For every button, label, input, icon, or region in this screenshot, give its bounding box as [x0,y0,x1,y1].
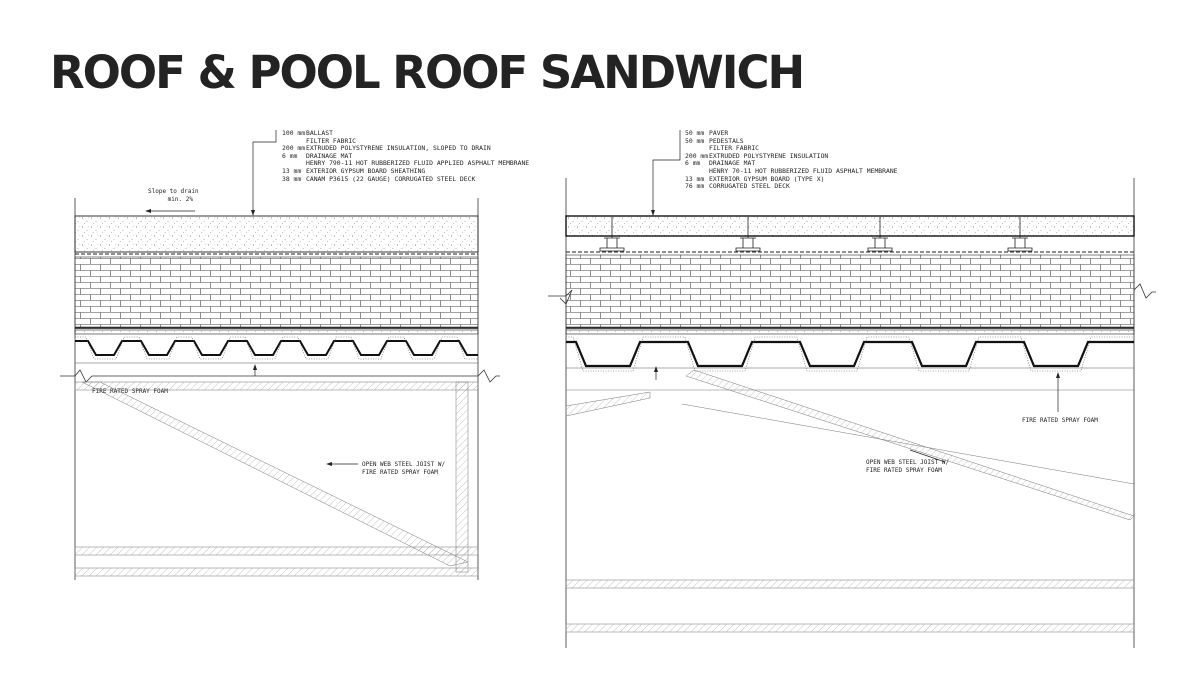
pool-joist-label: OPEN WEB STEEL JOIST W/ FIRE RATED SPRAY… [866,459,950,474]
paver-layer [565,215,1135,237]
legend-row: FILTER FABRIC [709,144,760,153]
roof-joist-label: OPEN WEB STEEL JOIST W/ FIRE RATED SPRAY… [362,461,446,476]
insulation-layer [74,256,479,328]
legend-row: HENRY 790-11 HOT RUBBERIZED FLUID APPLIE… [306,159,530,168]
legend-row: HENRY 70-11 HOT RUBBERIZED FLUID ASPHALT… [709,166,898,175]
legend-row: FILTER FABRIC [306,136,357,145]
pedestal-icons [599,217,1033,252]
corrugated-deck [566,340,1134,368]
roof-spray-foam-label: FIRE RATED SPRAY FOAM [92,388,168,395]
ballast-layer [74,215,479,253]
slope-note: Slope to drain min. 2% [148,188,199,203]
page-title: ROOF & POOL ROOF SANDWICH [50,46,805,99]
roof-section [60,130,500,580]
pool-roof-section [548,130,1156,648]
insulation-layer [565,254,1135,328]
pool-spray-foam-label: FIRE RATED SPRAY FOAM [1022,417,1098,424]
corrugated-deck [75,340,478,356]
